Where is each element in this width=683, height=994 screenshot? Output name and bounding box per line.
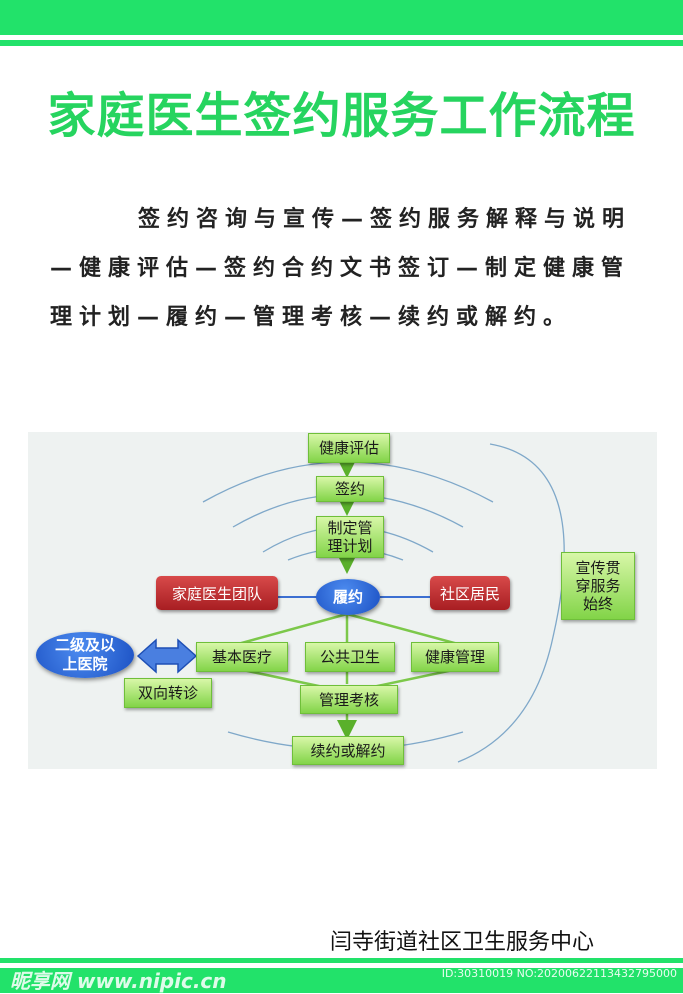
- service-health-mgmt: 健康管理: [411, 642, 499, 672]
- watermark-id: ID:30310019 NO:20200622113432795000: [441, 967, 677, 980]
- team-box: 家庭医生团队: [156, 576, 278, 610]
- referral-box: 双向转诊: [124, 678, 212, 708]
- watermark-site: 昵享网 www.nipic.cn: [10, 969, 227, 993]
- bottom-green-band: [0, 968, 683, 993]
- page-title: 家庭医生签约服务工作流程: [47, 88, 636, 144]
- step-plan: 制定管理计划: [316, 516, 384, 558]
- workflow-diagram: 健康评估 签约 制定管理计划 家庭医生团队 履约 社区居民 基本医疗 公共卫生 …: [28, 432, 657, 769]
- step-assessment: 健康评估: [308, 433, 390, 463]
- service-basic: 基本医疗: [196, 642, 288, 672]
- top-green-line: [0, 40, 683, 46]
- step-renew: 续约或解约: [292, 736, 404, 765]
- bottom-green-line: [0, 958, 683, 963]
- organization-name: 闫寺街道社区卫生服务中心: [330, 930, 595, 955]
- service-public-health: 公共卫生: [305, 642, 395, 672]
- step-fulfil: 履约: [316, 579, 380, 615]
- top-green-band: [0, 0, 683, 35]
- residents-box: 社区居民: [430, 576, 510, 610]
- hospital-oval: 二级及以上医院: [36, 632, 134, 678]
- step-sign: 签约: [316, 476, 384, 502]
- intro-paragraph: 签约咨询与宣传—签约服务解释与说明—健康评估—签约合约文书签订—制定健康管理计划…: [50, 207, 632, 330]
- step-review: 管理考核: [300, 685, 398, 714]
- publicity-box: 宣传贯穿服务始终: [561, 552, 635, 620]
